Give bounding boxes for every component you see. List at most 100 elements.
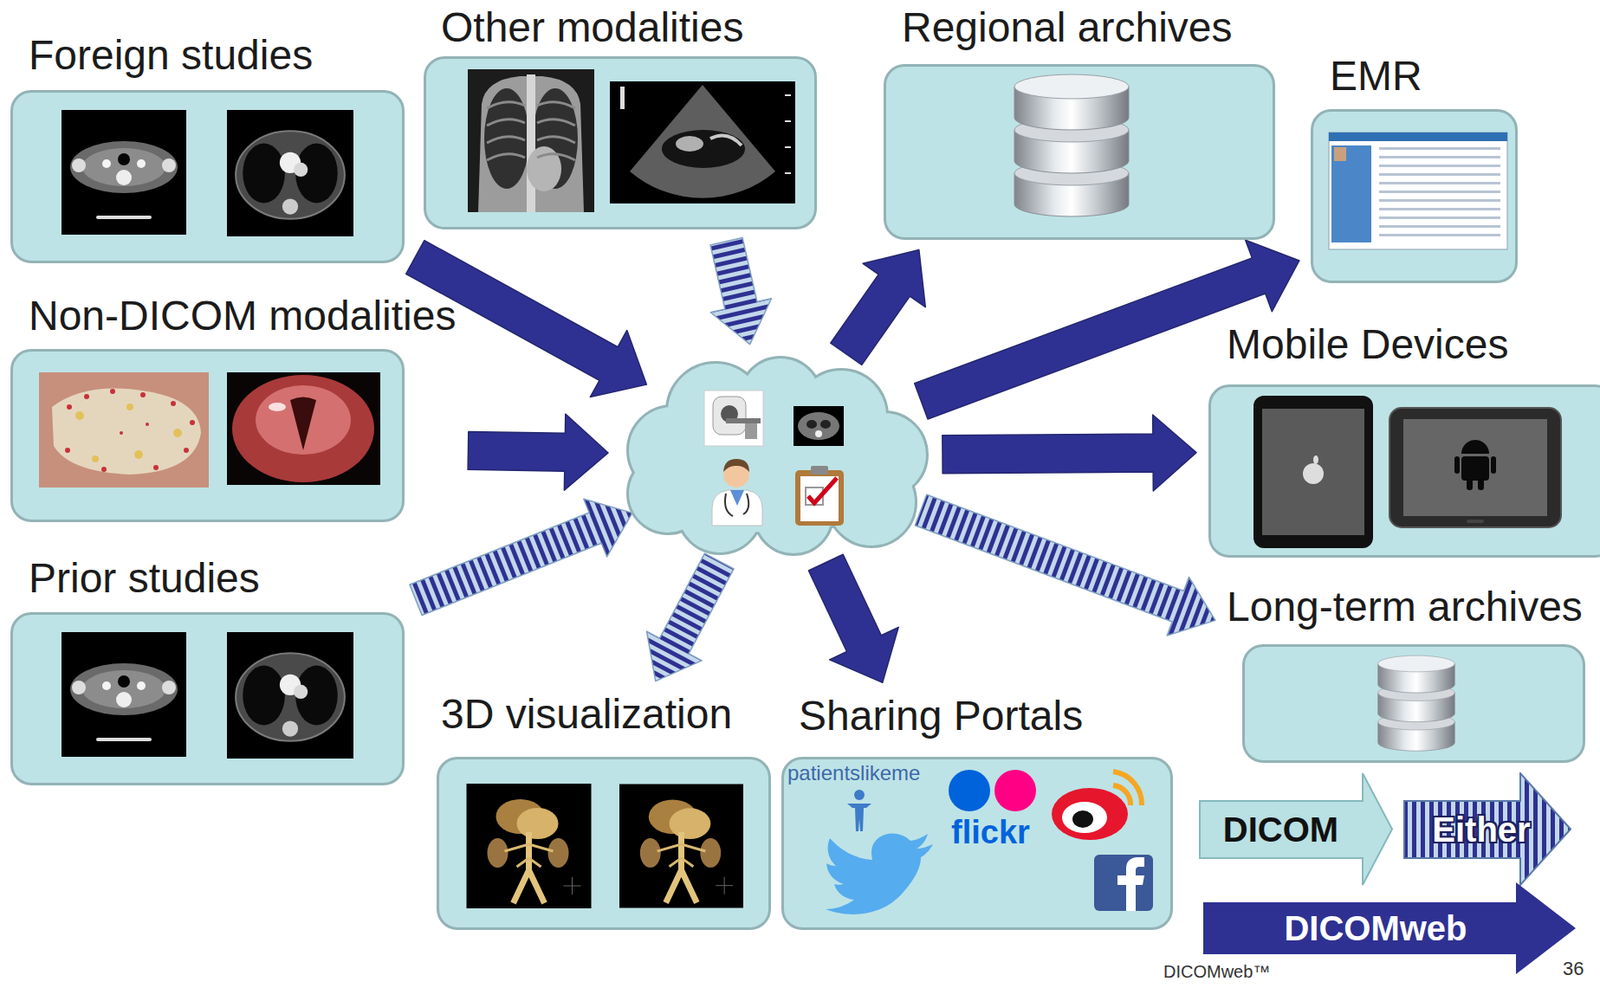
panel: Mobile Devices — [1208, 322, 1600, 558]
ultrasound-image — [784, 120, 791, 123]
cloud-lobe — [828, 459, 915, 546]
panel-box — [436, 757, 771, 931]
emr-screenshot — [1379, 147, 1501, 150]
wound-photo — [140, 392, 146, 398]
database-icon — [1378, 655, 1456, 752]
endoscopy-image — [226, 372, 381, 486]
ct-images — [226, 632, 354, 759]
ultrasound-image — [661, 129, 745, 169]
cloud-shape — [620, 355, 931, 557]
chest-xray — [526, 74, 536, 213]
android-tablet-icon — [1454, 456, 1460, 474]
endoscopy-image — [255, 385, 351, 455]
cloud-lobe — [755, 477, 832, 554]
ipad-icon — [1253, 395, 1374, 549]
cloud-outline — [620, 355, 931, 557]
chest-xray — [537, 136, 576, 143]
cloud-icons — [808, 478, 837, 504]
database-icon — [1014, 74, 1129, 217]
either-arrow — [914, 494, 1216, 636]
cloud-icons — [712, 490, 763, 526]
wound-photo — [75, 411, 85, 421]
logo-text: patientslikeme — [787, 761, 920, 786]
cloud-icons — [704, 390, 764, 447]
emr-screenshot — [1379, 164, 1501, 168]
footer-text: DICOMweb™ — [1163, 963, 1270, 981]
legend-swatch — [1199, 773, 1393, 886]
emr-screenshot — [1379, 155, 1501, 159]
emr-screenshot — [1379, 181, 1501, 185]
ultrasound-image — [675, 136, 704, 152]
legend-item: DICOMweb — [1202, 881, 1577, 976]
legend-item: DICOM — [1198, 772, 1393, 887]
endoscopy-image — [290, 397, 317, 452]
wound-photo — [189, 420, 195, 426]
emr-screenshot — [1379, 225, 1501, 228]
cloud-icons — [797, 412, 840, 441]
endoscopy-image — [268, 402, 286, 412]
ultrasound-image — [620, 86, 625, 110]
panel-heading: 3D visualization — [436, 692, 771, 739]
wound-photo — [173, 428, 182, 438]
cloud-icons — [820, 420, 831, 429]
social-logos — [1062, 802, 1108, 834]
wound-photo — [51, 388, 201, 475]
android-tablet-icon — [1461, 440, 1490, 454]
panel-heading: Sharing Portals — [781, 693, 1173, 740]
cloud-lobe — [755, 477, 832, 554]
legend-item: Either — [1403, 772, 1572, 887]
emr-screenshot — [1379, 207, 1501, 211]
emr-screenshot — [1379, 233, 1501, 237]
ct-images — [61, 632, 187, 758]
footer-label: 36 — [1562, 959, 1584, 979]
wound-photo — [64, 388, 195, 473]
page-number: 36 — [1562, 959, 1584, 979]
vessel-renderings — [466, 783, 592, 909]
ultrasound-image — [629, 84, 776, 199]
endoscopy-image — [232, 375, 375, 483]
legend-text: DICOM — [1198, 812, 1363, 848]
social-logos — [948, 770, 991, 812]
panel: Regional archives — [883, 5, 1276, 240]
ultrasound-image — [784, 146, 791, 149]
cloud-icons — [815, 430, 823, 438]
dicomweb-arrow — [467, 414, 609, 491]
cloud-icons — [704, 390, 844, 526]
chest-xray — [484, 88, 530, 189]
social-logos — [1113, 771, 1142, 806]
panel-box — [1242, 644, 1586, 764]
ct-images — [226, 110, 354, 237]
cloud-icons — [806, 420, 817, 429]
panel-box — [10, 90, 405, 264]
legend-swatch — [1203, 882, 1576, 975]
ultrasound-image — [609, 81, 796, 204]
panel-heading: Foreign studies — [10, 32, 405, 79]
cloud-icons — [744, 423, 758, 440]
panel-heading: Prior studies — [10, 556, 405, 603]
cloud-icons — [793, 406, 844, 447]
panel-box — [883, 64, 1276, 240]
wound-photo — [183, 447, 189, 454]
cloud-fill — [628, 358, 927, 554]
social-logos — [1113, 785, 1131, 806]
emr-screenshot — [1379, 173, 1501, 176]
chest-xray — [486, 154, 525, 161]
wound-photo — [66, 404, 72, 410]
ultrasound-image — [609, 81, 796, 204]
social-logos — [1051, 788, 1128, 841]
ultrasound-image — [784, 172, 791, 175]
chest-xray — [532, 88, 578, 189]
ct-images — [61, 110, 187, 235]
wound-photo — [75, 403, 182, 463]
cloud-icons — [712, 396, 746, 435]
wound-photo — [38, 372, 209, 488]
emr-screenshot — [1334, 147, 1347, 162]
panel: Non-DICOM modalities — [10, 293, 456, 523]
wound-photo — [91, 455, 99, 463]
vessel-renderings — [466, 783, 745, 909]
cloud-lobe — [628, 454, 707, 533]
android-tablet-icon — [1490, 456, 1497, 474]
panel-box: patientslikemeflickr — [781, 757, 1173, 931]
cloud-icons — [725, 493, 749, 517]
